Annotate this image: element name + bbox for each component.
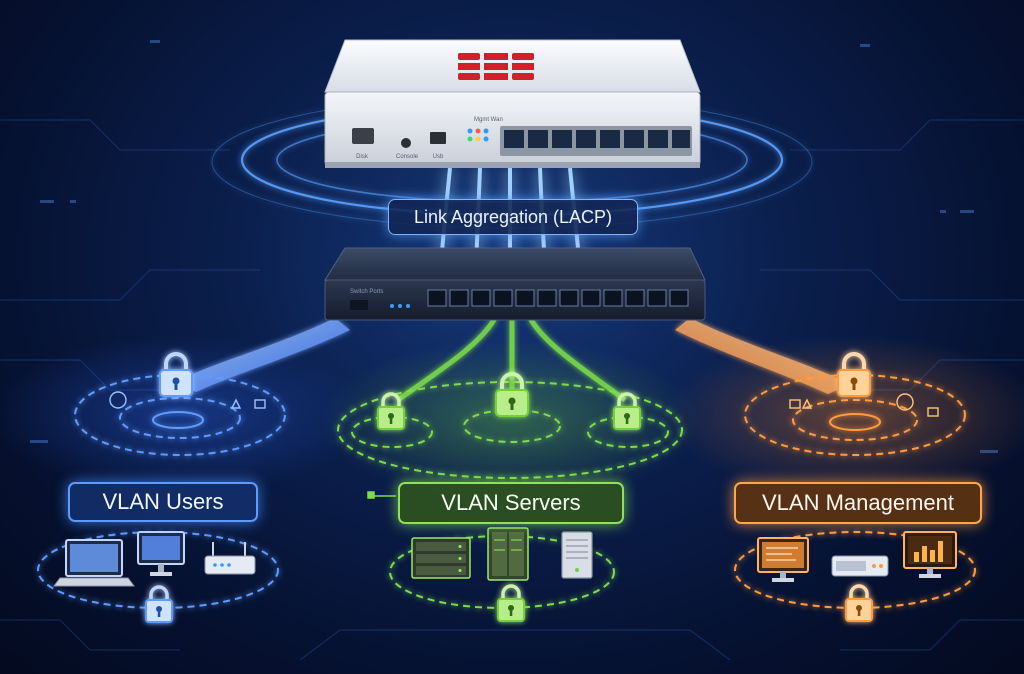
servers-lower-padlock-icon [497,584,525,622]
servers-left-padlock-icon [377,392,405,430]
firewall-ethernet-ports [500,126,692,156]
dashboard-monitor-icon [757,537,809,582]
users-zone-glow [0,335,370,495]
firewall-device: Disk Console Usb Mgmt Wan [324,39,701,168]
servers-right-padlock-icon [613,392,641,430]
router-icon [204,542,256,575]
servers-label-connector [367,491,396,499]
management-padlock-icon [837,352,871,397]
management-lower-padlock-icon [845,584,873,622]
vlan-servers-label: VLAN Servers [398,482,624,524]
console-port-icon [401,138,411,148]
vlan-users-label: VLAN Users [68,482,258,522]
vlan-management-label: VLAN Management [734,482,982,524]
users-uplink-beam [175,318,350,392]
server-rack-icon [411,537,471,579]
disk-port-label: Disk [356,154,369,160]
status-led-icons [467,128,489,142]
laptop-icon [53,539,135,587]
servers-center-padlock-icon [495,372,529,417]
usb-port-label: Usb [433,154,444,160]
users-ring-decor-icons [109,391,266,409]
users-padlock-icon [159,352,193,397]
network-switch-device: Switch Ports [324,247,706,321]
chart-monitor-icon [903,531,957,578]
brand-logo [458,53,534,80]
switch-caption: Switch Ports [350,289,383,295]
appliance-icon [831,555,889,577]
server-tower-icon [561,531,593,579]
monitor-icon [137,531,185,576]
lacp-label: Link Aggregation (LACP) [388,199,638,235]
disk-port-icon [352,128,374,144]
firewall-top-caption: Mgmt Wan [474,117,503,123]
servers-zone-glow [320,340,700,500]
console-port-label: Console [396,154,419,160]
management-uplink-beam [675,318,850,394]
management-ring-decor-icons [789,393,939,417]
users-zone-rings [74,374,286,456]
switch-ethernet-ports [427,289,689,307]
server-cabinet-icon [487,527,529,581]
users-lower-padlock-icon [145,585,173,623]
usb-port-icon [430,132,446,144]
